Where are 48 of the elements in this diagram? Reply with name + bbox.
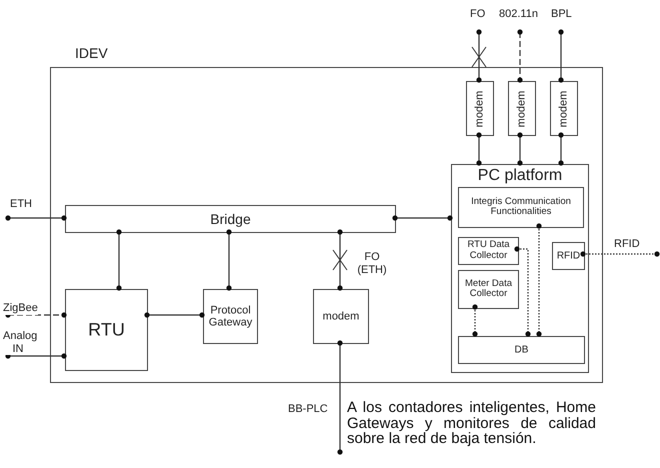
connector-line bbox=[558, 132, 564, 166]
connector-line bbox=[5, 312, 67, 318]
connector-line bbox=[392, 215, 453, 221]
box-label: modem bbox=[516, 90, 528, 127]
connector-line bbox=[116, 229, 122, 291]
box-label: modem bbox=[474, 90, 486, 127]
process-box bbox=[313, 289, 369, 344]
connector-line bbox=[514, 246, 531, 337]
process-box bbox=[458, 187, 584, 228]
box-label: PC platform bbox=[476, 167, 564, 186]
connector-line bbox=[337, 340, 343, 455]
modem-box bbox=[550, 81, 578, 136]
process-box bbox=[65, 205, 396, 233]
box-label: RFID bbox=[556, 250, 582, 262]
connector-line bbox=[580, 251, 660, 257]
enclosure-title: IDEV bbox=[75, 45, 108, 62]
connector-line bbox=[226, 229, 232, 291]
connector-line bbox=[517, 132, 523, 166]
connector-line bbox=[476, 29, 482, 83]
modem-box bbox=[466, 81, 494, 136]
box-label: RTU bbox=[87, 320, 126, 340]
edge-label: ZigBee bbox=[3, 302, 38, 315]
connector-line bbox=[5, 215, 67, 221]
note-text: A los contadores inteligentes, Home Gateways y monitores de calidad sobre la red de baja tensión. bbox=[340, 400, 602, 446]
connector-line bbox=[5, 353, 67, 359]
box-label: Meter Data Collector bbox=[464, 278, 513, 300]
process-box bbox=[458, 336, 585, 364]
platform-box bbox=[451, 164, 589, 373]
box-label: Integris Communication Functionalities bbox=[470, 196, 572, 218]
connector-line bbox=[558, 29, 564, 83]
box-label: modem bbox=[558, 90, 570, 127]
connector-line bbox=[144, 312, 205, 318]
connector-line bbox=[517, 29, 523, 83]
connector-line bbox=[536, 223, 542, 337]
box-label: RTU Data Collector bbox=[466, 240, 511, 262]
box-label: Protocol Gateway bbox=[208, 304, 254, 330]
connector-line bbox=[337, 229, 343, 291]
process-box bbox=[203, 289, 258, 344]
connector-line bbox=[476, 132, 482, 166]
process-box bbox=[65, 289, 148, 371]
process-box bbox=[552, 242, 585, 270]
process-box bbox=[458, 270, 519, 309]
process-box bbox=[458, 237, 519, 265]
box-label: modem bbox=[322, 310, 360, 323]
box-label: Bridge bbox=[209, 210, 252, 228]
modem-box bbox=[508, 81, 536, 136]
box-label: DB bbox=[514, 344, 530, 356]
connector-line bbox=[472, 304, 478, 337]
